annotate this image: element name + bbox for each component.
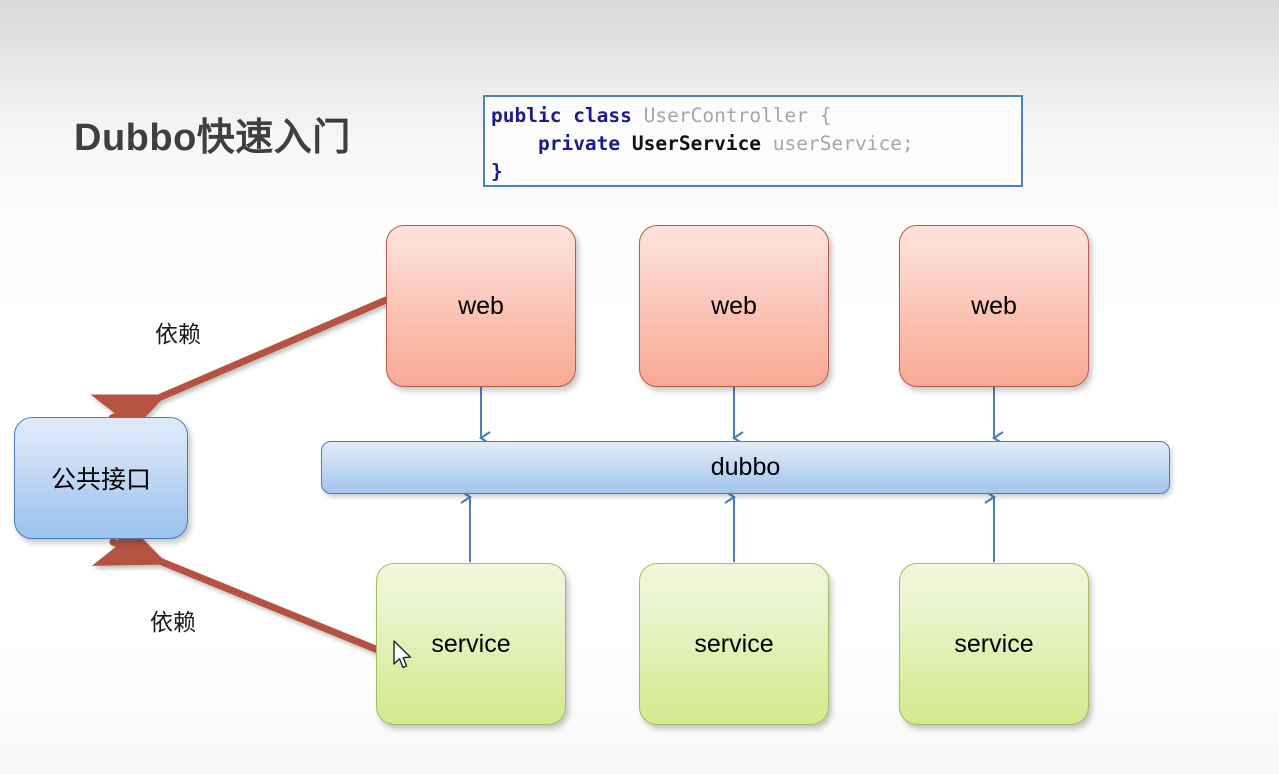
dependency-arrow-web	[90, 296, 390, 450]
node-label: service	[694, 629, 774, 658]
node-web-1[interactable]: web	[386, 225, 576, 387]
node-label: service	[431, 629, 511, 658]
dependency-label-top: 依赖	[155, 321, 201, 347]
node-label: dubbo	[710, 453, 781, 481]
code-keyword-private: private	[537, 132, 621, 155]
node-service-3[interactable]: service	[899, 563, 1089, 725]
dependency-label-bottom: 依赖	[150, 609, 196, 635]
node-service-2[interactable]: service	[639, 563, 829, 725]
node-web-3[interactable]: web	[899, 225, 1089, 387]
code-open-brace: {	[819, 104, 832, 127]
node-label: web	[711, 291, 757, 320]
code-snippet-box: public class UserController { private Us…	[483, 95, 1023, 187]
node-public-interface[interactable]: 公共接口	[14, 417, 188, 539]
code-keyword-class: class	[573, 104, 632, 127]
code-keyword-public: public	[491, 104, 562, 127]
node-label: 公共接口	[50, 466, 151, 494]
node-dubbo-bar[interactable]: dubbo	[321, 441, 1170, 494]
node-label: web	[458, 291, 504, 320]
page-title: Dubbo快速入门	[74, 117, 351, 159]
code-close-brace: }	[491, 160, 503, 183]
service-to-dubbo-connectors	[460, 490, 996, 562]
node-label: web	[971, 291, 1017, 320]
code-class-name: UserController	[643, 104, 809, 127]
node-service-1[interactable]: service	[376, 563, 566, 725]
code-field-type: UserService	[631, 132, 762, 155]
node-label: service	[954, 629, 1034, 658]
code-field-name: userService;	[772, 132, 914, 155]
web-to-dubbo-connectors	[479, 387, 1004, 445]
node-web-2[interactable]: web	[639, 225, 829, 387]
